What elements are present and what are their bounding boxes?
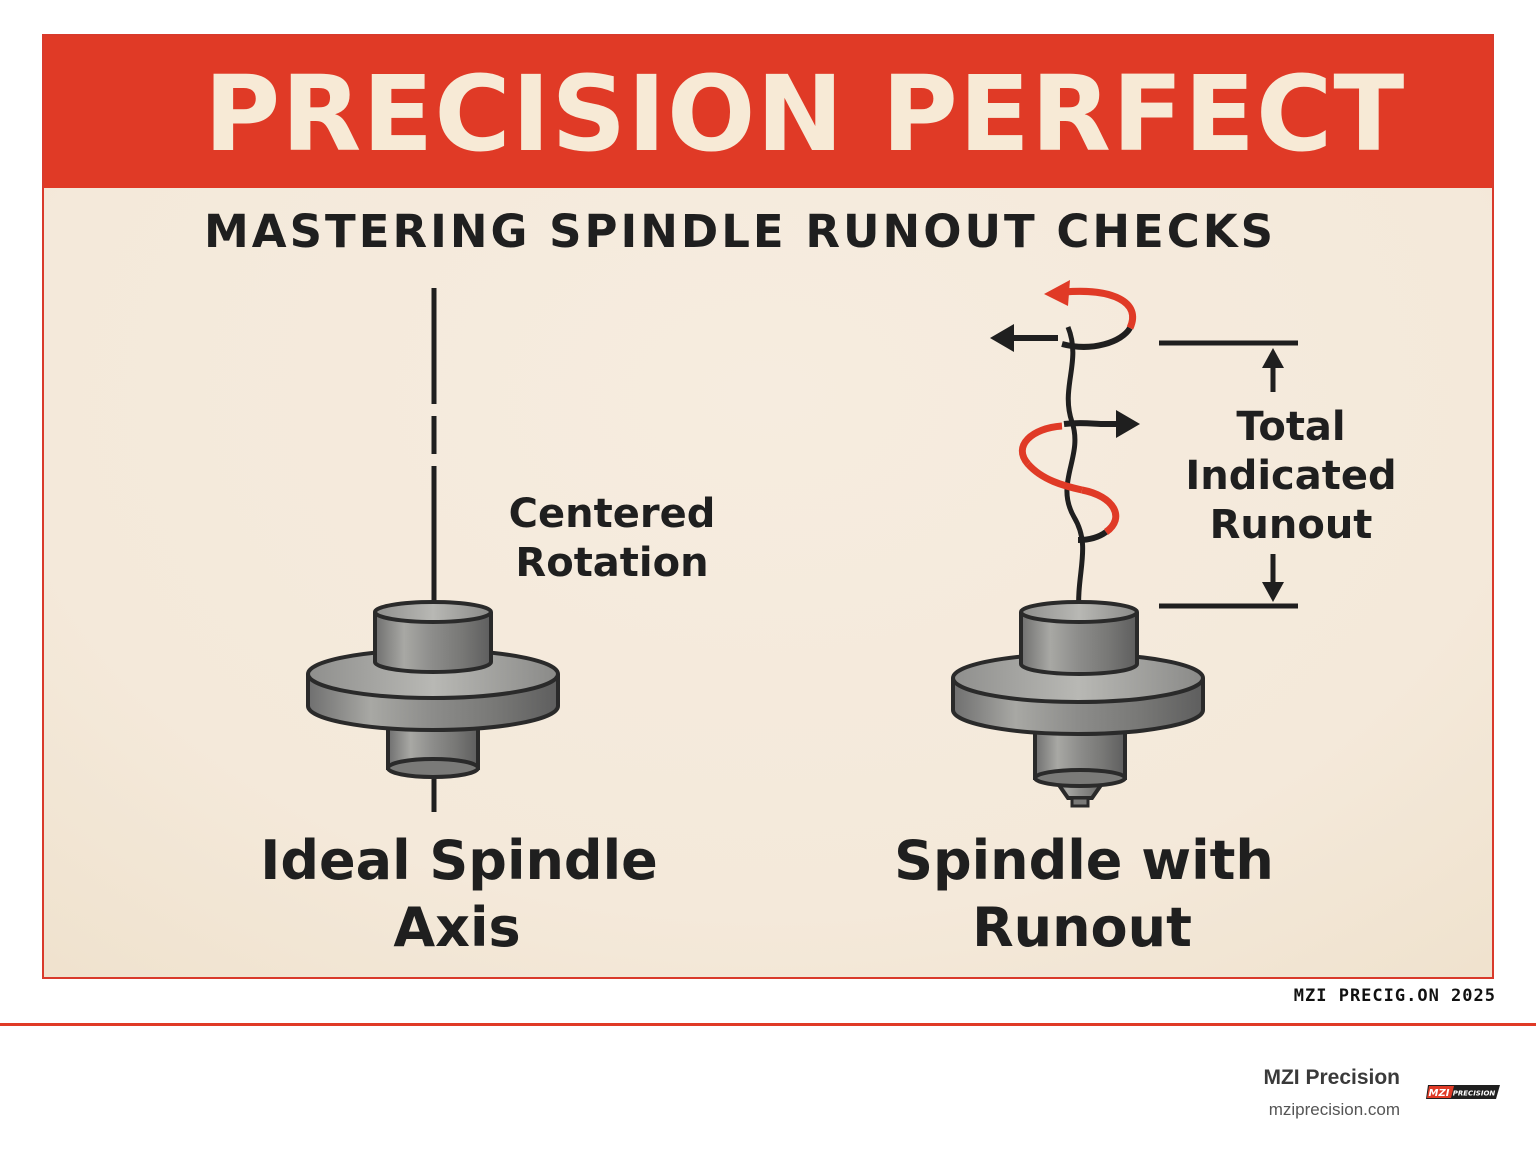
middle-rotation-swirl [1019,410,1140,543]
red-rotation-arrowhead [1044,280,1070,306]
centered-rotation-label-line2: Rotation [515,540,708,586]
runout-spindle [951,280,1298,808]
runout-upper-hub [1019,600,1139,676]
runout-wavy-axis [1064,326,1086,615]
poster-stamp: MZI PRECIG.ON 2025 [1293,986,1496,1006]
logo-text-precision: PRECISION [1453,1090,1496,1098]
tir-label-line2: Indicated [1185,453,1396,499]
runout-spindle-caption-line1: Spindle with [894,829,1274,892]
ideal-spindle-caption-line2: Axis [393,896,520,959]
tir-dimension [1159,340,1298,609]
ideal-flange [306,648,560,732]
runout-flange [951,652,1205,736]
runout-lower-stub [1033,730,1127,788]
mzi-logo[interactable]: MZI PRECISION [1426,1082,1502,1102]
runout-spindle-caption-line2: Runout [972,896,1192,959]
poster-subtitle: MASTERING SPINDLE RUNOUT CHECKS [204,205,1277,258]
ideal-spindle [306,288,560,812]
footer-divider [0,1023,1536,1026]
ideal-spindle-caption-line1: Ideal Spindle [260,829,657,892]
poster-card: PRECISION PERFECT MASTERING SPINDLE RUNO… [42,34,1494,979]
company-url[interactable]: mziprecision.com [1268,1100,1400,1119]
runout-diagram: Centered Rotation Ideal Spindle Axis [260,280,1397,959]
left-deflection-arrow [990,324,1058,352]
ideal-upper-hub [373,600,493,674]
header-band [44,36,1492,188]
company-name: MZI Precision [1263,1066,1400,1089]
tir-label-line1: Total [1236,404,1345,450]
top-rotation-swirl [1044,280,1137,350]
poster-title: PRECISION PERFECT [204,53,1406,175]
logo-text-mzi: MZI [1429,1088,1450,1099]
centered-rotation-label-line1: Centered [509,491,716,537]
tir-label-line3: Runout [1210,502,1373,548]
